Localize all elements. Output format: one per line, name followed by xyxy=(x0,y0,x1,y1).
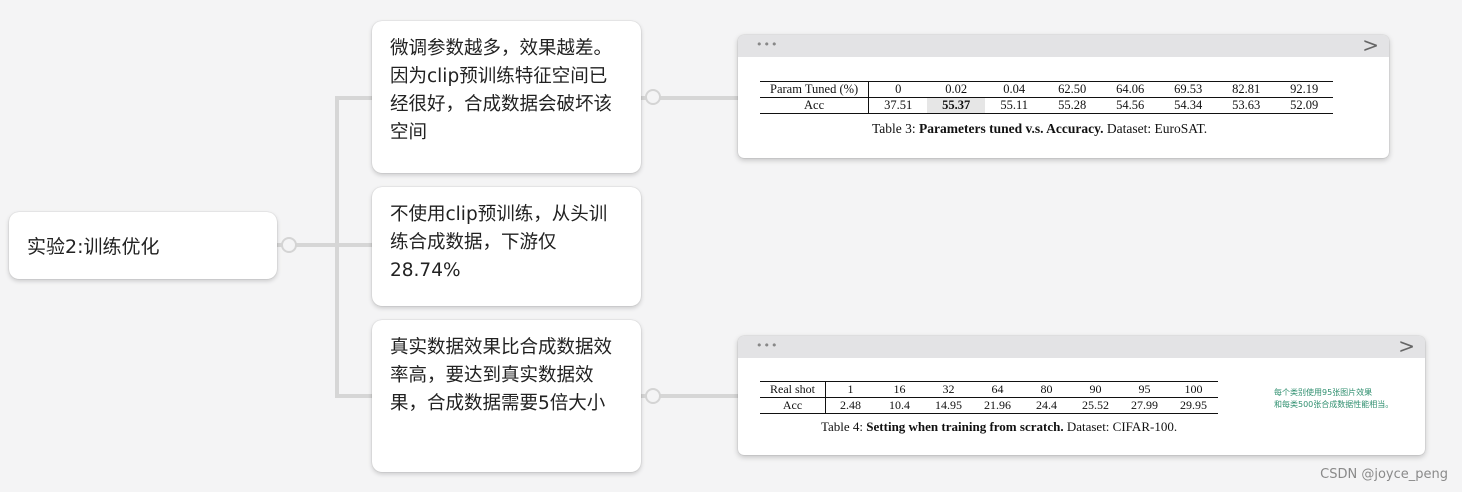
more-dots-icon[interactable]: ••• xyxy=(756,339,779,352)
table-cell: 37.51 xyxy=(868,97,928,114)
table-caption: Table 4: Setting when training from scra… xyxy=(821,419,1177,435)
table-cell: 16 xyxy=(875,381,924,398)
connector-card-2 xyxy=(641,394,738,398)
table-cell: 55.11 xyxy=(985,97,1044,114)
root-node[interactable]: 实验2:训练优化 xyxy=(9,212,277,279)
table-cell: 0 xyxy=(868,81,928,98)
child-node-2-text: 不使用clip预训练，从头训练合成数据，下游仅28.74% xyxy=(390,204,608,281)
table-caption: Table 3: Parameters tuned v.s. Accuracy.… xyxy=(872,121,1207,137)
table-3: Param Tuned (%) 0 0.02 0.04 62.50 64.06 … xyxy=(760,81,1334,114)
caption-suffix: Dataset: CIFAR-100. xyxy=(1063,419,1178,434)
table-cell-highlighted: 55.37 xyxy=(927,97,986,114)
connector-card-1 xyxy=(641,96,738,100)
table-cell: 53.63 xyxy=(1217,97,1276,114)
child-node-3[interactable]: 真实数据效果比合成数据效率高，要达到真实数据效果，合成数据需要5倍大小 xyxy=(372,320,641,472)
table-cell: 69.53 xyxy=(1159,81,1218,98)
chevron-right-icon[interactable]: > xyxy=(1362,35,1379,57)
table-row: Acc 2.48 10.4 14.95 21.96 24.4 25.52 27.… xyxy=(760,397,1218,414)
connector-branch-2 xyxy=(335,243,373,247)
table-cell: 10.4 xyxy=(875,397,924,414)
chevron-right-icon[interactable]: > xyxy=(1398,336,1415,358)
table-cell: 27.99 xyxy=(1120,397,1169,414)
root-node-label: 实验2:训练优化 xyxy=(27,236,160,258)
table-row-header: Real shot xyxy=(760,381,826,398)
table-4: Real shot 1 16 32 64 80 90 95 100 Acc 2.… xyxy=(760,381,1218,414)
caption-prefix: Table 3: xyxy=(872,121,920,136)
connector-root-h xyxy=(277,243,337,247)
child-node-3-text: 真实数据效果比合成数据效率高，要达到真实数据效果，合成数据需要5倍大小 xyxy=(390,337,613,414)
child-node-2[interactable]: 不使用clip预训练，从头训练合成数据，下游仅28.74% xyxy=(372,187,641,306)
table-row-header: Acc xyxy=(760,97,870,114)
table-cell: 32 xyxy=(924,381,973,398)
table-cell: 25.52 xyxy=(1071,397,1120,414)
table-row-header: Acc xyxy=(760,397,826,414)
table-row: Acc 37.51 55.37 55.11 55.28 54.56 54.34 … xyxy=(760,97,1334,114)
table-cell: 54.34 xyxy=(1159,97,1218,114)
table-cell: 64 xyxy=(973,381,1022,398)
table-cell: 55.28 xyxy=(1043,97,1102,114)
table-cell: 0.02 xyxy=(927,81,986,98)
table-cell: 100 xyxy=(1169,381,1218,398)
caption-prefix: Table 4: xyxy=(821,419,867,434)
caption-bold: Parameters tuned v.s. Accuracy. xyxy=(919,121,1104,136)
table-cell: 54.56 xyxy=(1101,97,1160,114)
table-cell: 90 xyxy=(1071,381,1120,398)
table-cell: 82.81 xyxy=(1217,81,1276,98)
table-cell: 52.09 xyxy=(1275,97,1334,114)
table-row: Param Tuned (%) 0 0.02 0.04 62.50 64.06 … xyxy=(760,81,1334,98)
table-cell: 2.48 xyxy=(825,397,875,414)
card-titlebar: ••• > xyxy=(738,336,1425,358)
table-cell: 0.04 xyxy=(985,81,1044,98)
table-cell: 14.95 xyxy=(924,397,973,414)
annotation-note-line: 和每类500张合成数据性能相当。 xyxy=(1274,400,1394,409)
child-node-1-text: 微调参数越多，效果越差。因为clip预训练特征空间已经很好，合成数据会破坏该空间 xyxy=(390,38,613,143)
connector-branch-1 xyxy=(335,96,373,100)
caption-bold: Setting when training from scratch. xyxy=(866,419,1064,434)
table-cell: 64.06 xyxy=(1101,81,1160,98)
table-cell: 1 xyxy=(825,381,875,398)
annotation-note-line: 每个类别使用95张图片效果 xyxy=(1274,388,1373,397)
child-node-1[interactable]: 微调参数越多，效果越差。因为clip预训练特征空间已经很好，合成数据会破坏该空间 xyxy=(372,21,641,173)
more-dots-icon[interactable]: ••• xyxy=(756,38,779,51)
table-cell: 92.19 xyxy=(1275,81,1334,98)
connector-branch-3 xyxy=(335,394,373,398)
annotation-note: 每个类别使用95张图片效果 和每类500张合成数据性能相当。 xyxy=(1274,387,1393,411)
table-cell: 62.50 xyxy=(1043,81,1102,98)
table-cell: 24.4 xyxy=(1022,397,1071,414)
collapse-knob-child-3[interactable] xyxy=(645,388,661,404)
table-row: Real shot 1 16 32 64 80 90 95 100 xyxy=(760,381,1218,398)
caption-suffix: Dataset: EuroSAT. xyxy=(1103,121,1208,136)
table-cell: 29.95 xyxy=(1169,397,1218,414)
table-cell: 95 xyxy=(1120,381,1169,398)
table-cell: 21.96 xyxy=(973,397,1022,414)
image-card-table-4[interactable]: ••• > Real shot 1 16 32 64 80 90 95 100 … xyxy=(738,336,1425,455)
collapse-knob-root[interactable] xyxy=(281,237,297,253)
card-titlebar: ••• > xyxy=(738,35,1389,57)
table-row-header: Param Tuned (%) xyxy=(760,81,870,98)
watermark: CSDN @joyce_peng xyxy=(1320,467,1448,482)
table-cell: 80 xyxy=(1022,381,1071,398)
image-card-table-3[interactable]: ••• > Param Tuned (%) 0 0.02 0.04 62.50 … xyxy=(738,35,1389,158)
collapse-knob-child-1[interactable] xyxy=(645,89,661,105)
